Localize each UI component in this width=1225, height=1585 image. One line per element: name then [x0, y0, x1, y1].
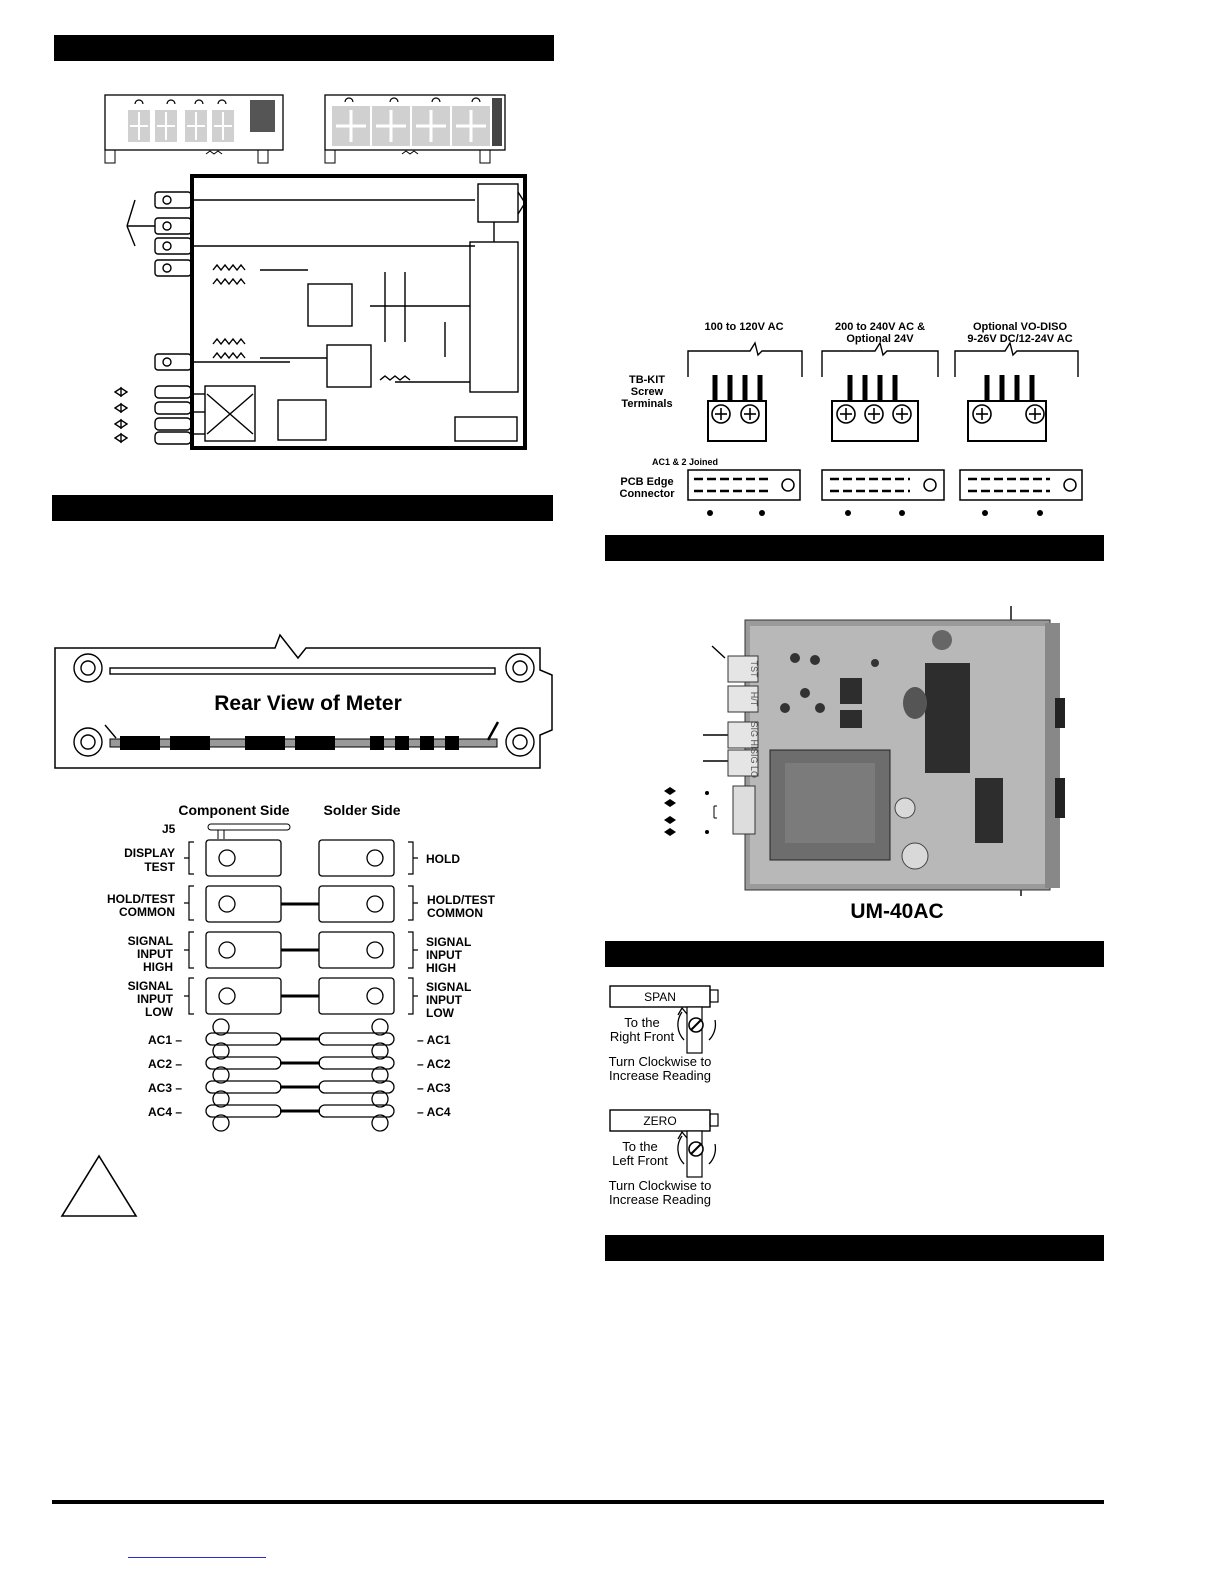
zero-adjuster: ZERO — [609, 1109, 719, 1178]
component-side-heading: Component Side — [178, 802, 289, 818]
power-option-2-title-line2: Optional 24V — [846, 333, 914, 345]
right-label-signal-high-3: HIGH — [426, 961, 456, 975]
block-diagram — [113, 174, 527, 450]
left-ac3-label: AC3 – — [148, 1081, 182, 1095]
right-ac2-label: – AC2 — [417, 1057, 451, 1071]
span-location-2: Right Front — [610, 1029, 675, 1044]
meter-front-views — [104, 94, 506, 164]
pcb-sig-hi-pad-label: SIG HI — [749, 721, 759, 748]
span-direction-2: Increase Reading — [609, 1068, 711, 1083]
left-label-hold-test-common-2: COMMON — [119, 905, 175, 919]
power-option-2-title-line1: 200 to 240V AC & — [835, 321, 925, 333]
right-label-hold-test-common-1: HOLD/TEST — [427, 893, 496, 907]
connector-pin-diagram: Component Side Solder Side J5 — [107, 802, 496, 1132]
left-ac4-label: AC4 – — [148, 1105, 182, 1119]
right-label-signal-low-1: SIGNAL — [426, 980, 471, 994]
right-ac3-label: – AC3 — [417, 1081, 451, 1095]
right-label-hold-test-common-2: COMMON — [427, 906, 483, 920]
left-label-hold-test-common-1: HOLD/TEST — [107, 892, 176, 906]
left-label-signal-low-1: SIGNAL — [128, 979, 173, 993]
power-option-3-title-line2: 9-26V DC/12-24V AC — [967, 333, 1072, 345]
section-bar-calibration — [605, 941, 1104, 967]
left-label-display-test-1: DISPLAY — [124, 846, 175, 860]
pcb-edge-label-2: Connector — [620, 488, 676, 500]
power-option-1-title: 100 to 120V AC — [704, 321, 783, 333]
rear-view-diagram: Rear View of Meter — [54, 633, 553, 769]
board-model-caption-box: UM-40AC — [850, 900, 944, 923]
section-bar-board-layout — [605, 535, 1104, 561]
left-label-signal-high-3: HIGH — [143, 960, 173, 974]
zero-location-1: To the — [622, 1139, 657, 1154]
right-ac4-label: – AC4 — [417, 1105, 451, 1119]
power-terminal-diagram: 100 to 120V AC 200 to 240V AC & Optional… — [620, 321, 1083, 516]
right-label-signal-low-3: LOW — [426, 1006, 455, 1020]
zero-pot-label[interactable]: ZERO — [643, 1114, 676, 1128]
section-bar-block-diagram — [54, 35, 554, 61]
tb-kit-label-3: Terminals — [621, 398, 672, 410]
meter-front-large — [324, 94, 506, 164]
solder-side-heading: Solder Side — [323, 802, 400, 818]
left-ac2-label: AC2 – — [148, 1057, 182, 1071]
footer-link-underline[interactable] — [128, 1557, 266, 1558]
left-label-signal-high-2: INPUT — [137, 947, 174, 961]
zero-direction-1: Turn Clockwise to — [609, 1178, 712, 1193]
span-direction-1: Turn Clockwise to — [609, 1054, 712, 1069]
rear-view-title: Rear View of Meter — [214, 692, 402, 715]
left-label-signal-low-3: LOW — [145, 1005, 174, 1019]
tb-kit-label-2: Screw — [631, 386, 664, 398]
span-location-1: To the — [624, 1015, 659, 1030]
right-label-signal-high-2: INPUT — [426, 948, 463, 962]
zero-location-2: Left Front — [612, 1153, 668, 1168]
pcb-sig-lo-pad-label: SIG LO — [749, 748, 759, 778]
section-bar-connector — [52, 495, 553, 521]
section-bar-lower-right — [605, 1235, 1104, 1261]
pcb-board-photo: TST H/T SIG HI SIG LO UM-40AC — [664, 606, 1065, 896]
power-option-3-title-line1: Optional VO-DISO — [973, 321, 1068, 333]
span-adjuster: SPAN — [609, 985, 719, 1054]
right-label-hold: HOLD — [426, 852, 460, 866]
pcb-tst-pad-label: TST — [749, 661, 759, 679]
meter-front-small — [104, 94, 284, 164]
pcb-edge-label-1: PCB Edge — [620, 476, 673, 488]
footer-rule — [52, 1500, 1104, 1504]
ac1-ac2-joined-note: AC1 & 2 Joined — [652, 457, 718, 467]
jumper-j5-label: J5 — [162, 822, 176, 836]
span-pot-label[interactable]: SPAN — [644, 990, 676, 1004]
right-ac1-label: – AC1 — [417, 1033, 451, 1047]
warning-triangle-icon — [60, 1154, 138, 1217]
calibration-adjustments: SPAN To the Right Front Turn Clockwise t… — [609, 985, 719, 1207]
tb-kit-label-1: TB-KIT — [629, 374, 665, 386]
right-label-signal-low-2: INPUT — [426, 993, 463, 1007]
left-ac1-label: AC1 – — [148, 1033, 182, 1047]
right-label-signal-high-1: SIGNAL — [426, 935, 471, 949]
zero-direction-2: Increase Reading — [609, 1192, 711, 1207]
pcb-ht-pad-label: H/T — [749, 692, 759, 707]
left-label-display-test-2: TEST — [144, 860, 175, 874]
left-label-signal-high-1: SIGNAL — [128, 934, 173, 948]
left-label-signal-low-2: INPUT — [137, 992, 174, 1006]
